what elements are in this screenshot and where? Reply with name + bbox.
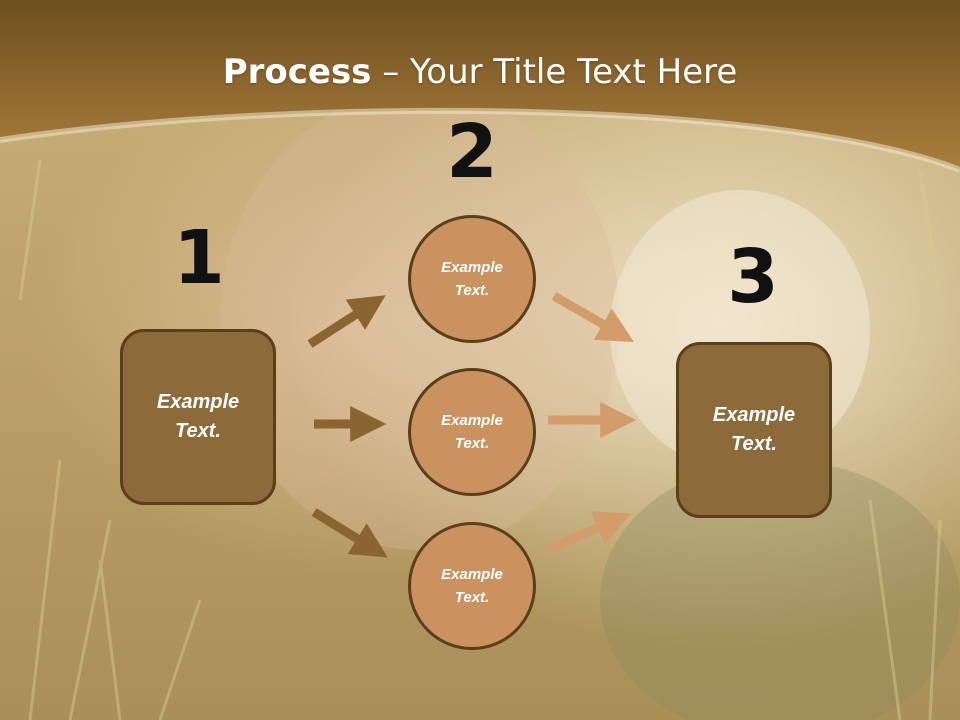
middle-circle-3-label: Example Text.: [441, 566, 503, 606]
middle-circle-2: Example Text.: [408, 368, 536, 496]
slide-title: Process – Your Title Text Here: [0, 52, 960, 92]
step-3-box: Example Text.: [676, 342, 832, 518]
middle-circle-1-label: Example Text.: [441, 259, 503, 299]
arrow-bottom-to-3: [544, 511, 631, 555]
middle-circle-3: Example Text.: [408, 522, 536, 650]
arrow-1-to-top: [307, 295, 386, 348]
title-strong: Process: [222, 52, 372, 92]
step-number-1: 1: [173, 215, 225, 301]
arrow-1-to-bottom: [311, 508, 388, 558]
step-3-label: Example Text.: [712, 404, 796, 455]
arrow-top-to-3: [551, 292, 635, 343]
step-1-label: Example Text.: [156, 391, 240, 442]
step-number-3: 3: [727, 234, 779, 320]
middle-circle-2-label: Example Text.: [441, 412, 503, 452]
middle-circle-1: Example Text.: [408, 215, 536, 343]
step-1-box: Example Text.: [120, 329, 276, 505]
step-number-2: 2: [446, 109, 498, 195]
title-rest: – Your Title Text Here: [371, 52, 738, 92]
